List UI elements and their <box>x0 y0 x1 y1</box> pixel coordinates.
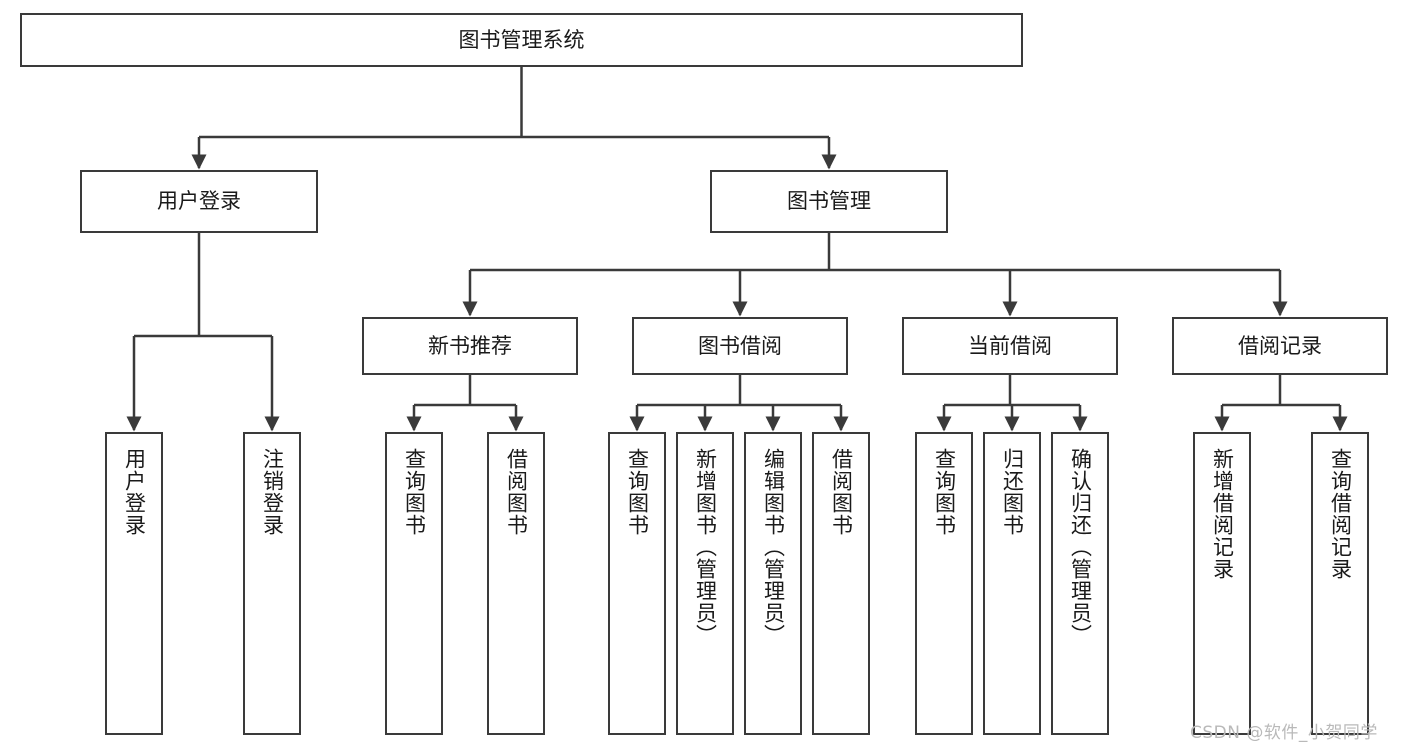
node-label: 用户登录 <box>157 189 241 214</box>
node-label: 新书推荐 <box>428 333 512 358</box>
node-l3-cb-query-book[interactable]: 查询图书 <box>915 432 973 735</box>
node-label: 当前借阅 <box>968 333 1052 358</box>
node-label: 借阅记录 <box>1238 333 1322 358</box>
node-l3-user-login[interactable]: 用户登录 <box>105 432 163 735</box>
node-l2-book-borrow[interactable]: 图书借阅 <box>632 317 848 375</box>
node-l3-br-edit-book[interactable]: 编辑图书（管理员） <box>744 432 802 735</box>
node-label: 借阅图书 <box>504 448 529 536</box>
node-l3-br-query-book[interactable]: 查询图书 <box>608 432 666 735</box>
node-l3-br-borrow-book[interactable]: 借阅图书 <box>812 432 870 735</box>
node-l3-rec-add-record[interactable]: 新增借阅记录 <box>1193 432 1251 735</box>
node-l3-br-add-book[interactable]: 新增图书（管理员） <box>676 432 734 735</box>
node-label: 查询图书 <box>402 448 427 536</box>
watermark: CSDN @软件_小贺同学 <box>1190 723 1378 743</box>
node-label: 用户登录 <box>122 448 147 536</box>
node-label: 图书管理系统 <box>458 27 585 52</box>
node-l1-book-mgmt[interactable]: 图书管理 <box>710 170 948 233</box>
node-l3-cb-return-book[interactable]: 归还图书 <box>983 432 1041 735</box>
node-label: 查询借阅记录 <box>1328 448 1353 580</box>
node-l3-rec-borrow-book[interactable]: 借阅图书 <box>487 432 545 735</box>
node-label: 确认归还（管理员） <box>1068 448 1093 646</box>
node-l3-rec-query-book[interactable]: 查询图书 <box>385 432 443 735</box>
node-label: 归还图书 <box>1000 448 1025 536</box>
node-label: 编辑图书（管理员） <box>761 448 786 646</box>
node-l3-rec-query-record[interactable]: 查询借阅记录 <box>1311 432 1369 735</box>
node-l2-borrow-record[interactable]: 借阅记录 <box>1172 317 1388 375</box>
node-label: 图书借阅 <box>698 333 782 358</box>
node-root[interactable]: 图书管理系统 <box>20 13 1023 67</box>
node-label: 新增图书（管理员） <box>693 448 718 646</box>
node-l1-user-login[interactable]: 用户登录 <box>80 170 318 233</box>
node-l2-new-book-rec[interactable]: 新书推荐 <box>362 317 578 375</box>
node-label: 图书管理 <box>787 189 871 214</box>
node-label: 新增借阅记录 <box>1210 448 1235 580</box>
node-label: 注销登录 <box>260 448 285 536</box>
node-l2-current-borrow[interactable]: 当前借阅 <box>902 317 1118 375</box>
node-label: 查询图书 <box>625 448 650 536</box>
node-l3-cb-confirm-return[interactable]: 确认归还（管理员） <box>1051 432 1109 735</box>
node-l3-logout[interactable]: 注销登录 <box>243 432 301 735</box>
node-label: 借阅图书 <box>829 448 854 536</box>
node-label: 查询图书 <box>932 448 957 536</box>
